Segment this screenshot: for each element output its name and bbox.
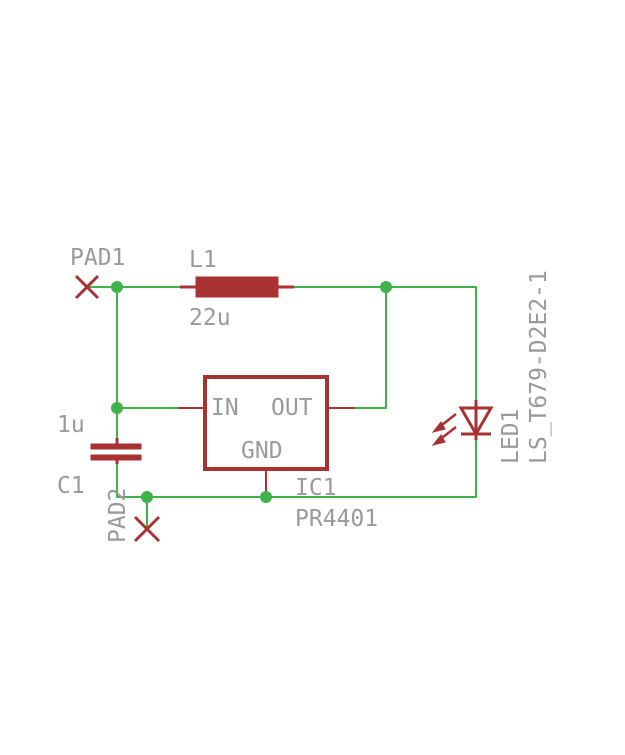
ic1-value-label: PR4401 (295, 506, 378, 532)
junction-pad2 (141, 491, 153, 503)
led1-diode-symbol[interactable] (431, 400, 494, 446)
junction-out-top (380, 281, 392, 293)
junction-ic-in (111, 402, 123, 414)
pad1-name-label: PAD1 (70, 245, 125, 271)
inductor-l1-name-label: L1 (189, 247, 217, 273)
pad2-name-label: PAD2 (105, 488, 131, 543)
ic1-name-label: IC1 (295, 475, 337, 501)
capacitor-c1-symbol[interactable] (90, 438, 142, 464)
inductor-l1-value-label: 22u (189, 305, 231, 331)
junction-ic-gnd (260, 491, 272, 503)
capacitor-c1-name-label: C1 (57, 473, 85, 499)
junction-dots (111, 281, 392, 503)
pad2-symbol[interactable] (133, 515, 161, 543)
ic1-pin-out-label: OUT (271, 395, 313, 421)
inductor-l1-symbol[interactable] (180, 276, 294, 298)
ic1-pin-gnd-label: GND (241, 438, 283, 464)
ic1-pin-in-label: IN (211, 395, 239, 421)
led1-value-label: LS_T679-D2E2-1 (526, 270, 552, 464)
junction-pad1 (111, 281, 123, 293)
pad1-symbol[interactable] (74, 274, 100, 300)
led1-name-label: LED1 (498, 409, 524, 464)
capacitor-c1-value-label: 1u (57, 412, 85, 438)
